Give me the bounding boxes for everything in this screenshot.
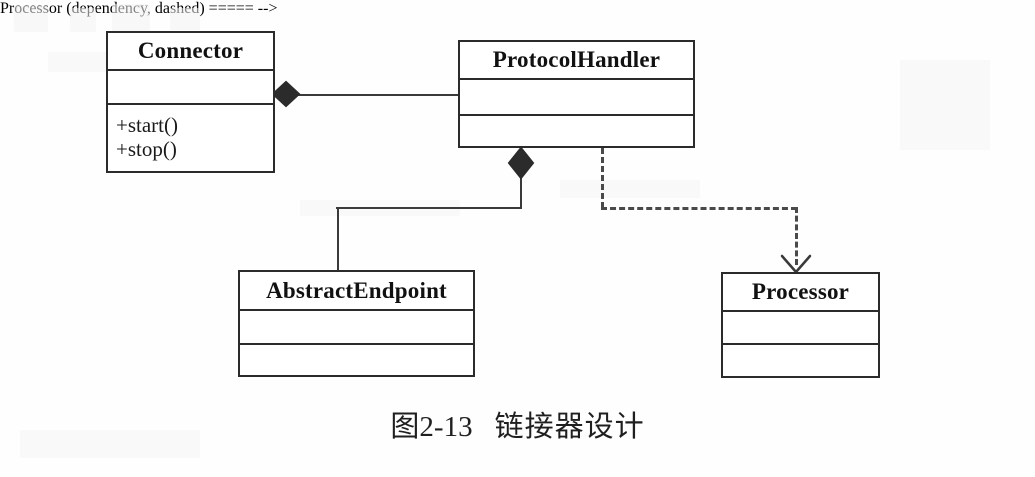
class-attributes-protocolhandler <box>460 78 693 114</box>
figure-caption: 图2-13 链接器设计 <box>0 403 1035 445</box>
class-name-connector: Connector <box>137 38 244 63</box>
scan-artifact <box>900 60 990 150</box>
class-name-protocolhandler: ProtocolHandler <box>492 47 661 72</box>
caption-number: 图2-13 <box>390 411 473 443</box>
uml-class-processor[interactable]: Processor <box>721 272 880 378</box>
class-attributes-connector <box>108 69 273 103</box>
uml-class-protocolhandler[interactable]: ProtocolHandler <box>458 40 695 148</box>
composition-line-vertical-lower <box>337 207 339 271</box>
operation-item: +stop() <box>116 137 177 161</box>
dependency-line-vertical-lower <box>795 207 798 265</box>
scan-artifact <box>14 6 48 32</box>
dependency-line-vertical-upper <box>601 148 604 208</box>
caption-text: 链接器设计 <box>494 411 645 443</box>
class-name-processor: Processor <box>751 279 850 304</box>
class-operations-connector: +start() +stop() <box>108 103 273 171</box>
class-name-abstractendpoint: AbstractEndpoint <box>266 277 447 303</box>
scan-artifact <box>170 8 200 30</box>
class-operations-processor <box>723 343 878 376</box>
association-line-connector-protocolhandler <box>290 94 460 96</box>
class-operations-protocolhandler <box>460 114 693 146</box>
uml-class-connector[interactable]: Connector +start() +stop() <box>106 31 275 173</box>
composition-line-horizontal <box>336 207 522 209</box>
scan-artifact <box>112 4 150 32</box>
class-operations-abstractendpoint <box>240 343 473 375</box>
uml-class-abstractendpoint[interactable]: AbstractEndpoint <box>238 270 475 377</box>
operation-item: +start() <box>116 113 178 138</box>
scan-artifact <box>560 180 700 198</box>
class-attributes-processor <box>723 310 878 343</box>
composition-line-vertical-upper <box>520 172 522 209</box>
dependency-line-horizontal <box>601 207 797 210</box>
class-attributes-abstractendpoint <box>240 309 473 343</box>
scan-artifact <box>70 8 96 32</box>
